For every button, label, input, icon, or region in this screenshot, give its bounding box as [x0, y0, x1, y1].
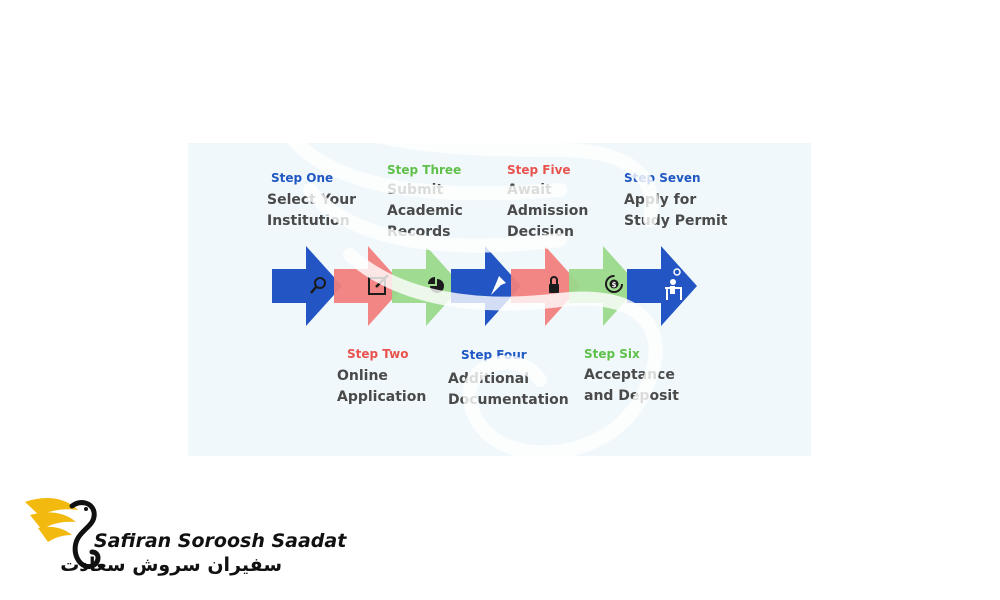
- svg-text:$: $: [612, 281, 617, 289]
- step-arrow-1: [272, 246, 342, 326]
- step-two-label: Step Two: [347, 347, 409, 361]
- pin-icon: [491, 276, 506, 295]
- step-seven-line-1: Apply for: [624, 192, 697, 208]
- step-three-label: Step Three: [387, 163, 462, 177]
- step-two-line-1: Online: [337, 368, 388, 384]
- step-arrow-4: [451, 246, 521, 326]
- step-one-label: Step One: [271, 171, 334, 185]
- student-desk-icon: [670, 279, 676, 285]
- step-arrow-6: [569, 246, 639, 326]
- dollar-cycle-icon: [605, 275, 623, 293]
- step-six-line-2: and Deposit: [584, 388, 679, 404]
- step-two-title: Online Application: [337, 366, 426, 408]
- logo-persian-name: سفیران سروش سعادت: [60, 554, 282, 576]
- step-arrow-5: [511, 246, 581, 326]
- search-icon: [314, 277, 326, 289]
- lock-icon: [549, 284, 559, 293]
- step-five-label: Step Five: [507, 163, 571, 177]
- step-two-line-2: Application: [337, 389, 427, 405]
- step-five-line-2: Admission: [507, 203, 589, 219]
- logo-english-name: Safiran Soroosh Saadat: [94, 530, 347, 552]
- step-four-line-2: Documentation: [448, 392, 569, 408]
- step-three-line-2: Academic: [387, 203, 463, 219]
- step-arrow-3: [392, 246, 462, 326]
- step-arrow-7: [627, 246, 697, 326]
- step-six-label: Step Six: [584, 347, 640, 361]
